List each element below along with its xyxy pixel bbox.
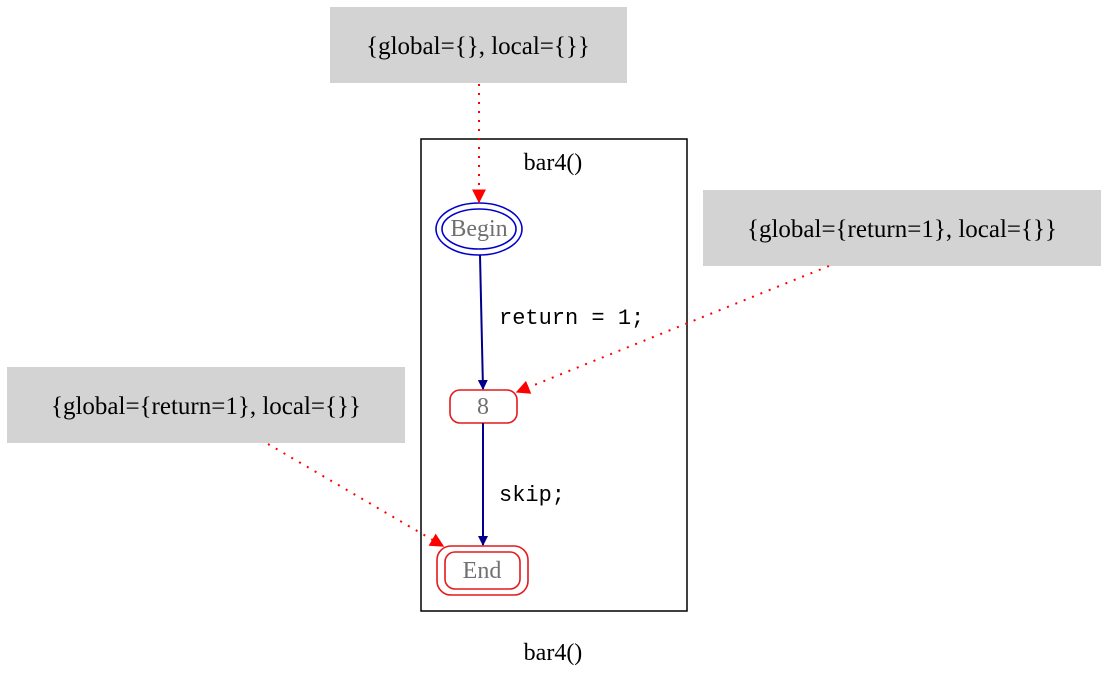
edge-begin-to-8 <box>477 254 488 390</box>
cluster-title: bar4() <box>524 150 583 176</box>
cluster-box <box>420 138 688 612</box>
end-state-box <box>7 367 405 443</box>
begin-node-inner <box>441 208 517 250</box>
n8-state-box <box>703 190 1101 266</box>
begin-state-box <box>330 7 627 83</box>
node-8-label: 8 <box>477 394 489 420</box>
end-node-label: End <box>463 558 502 584</box>
end-node-inner <box>444 551 521 590</box>
edge-begin-to-8-label: return = 1; <box>499 306 644 331</box>
n8-state-text: {global={return=1}, local={}} <box>747 216 1057 243</box>
graph-label: bar4() <box>524 640 583 666</box>
end-state-text: {global={return=1}, local={}} <box>51 393 361 420</box>
end-state-arrow <box>267 443 445 547</box>
n8-state-arrow <box>515 265 830 394</box>
edge-8-to-end-label: skip; <box>499 483 565 508</box>
begin-node-label: Begin <box>450 216 507 242</box>
begin-state-text: {global={}, local={}} <box>366 33 590 60</box>
end-node-outer <box>436 545 529 596</box>
